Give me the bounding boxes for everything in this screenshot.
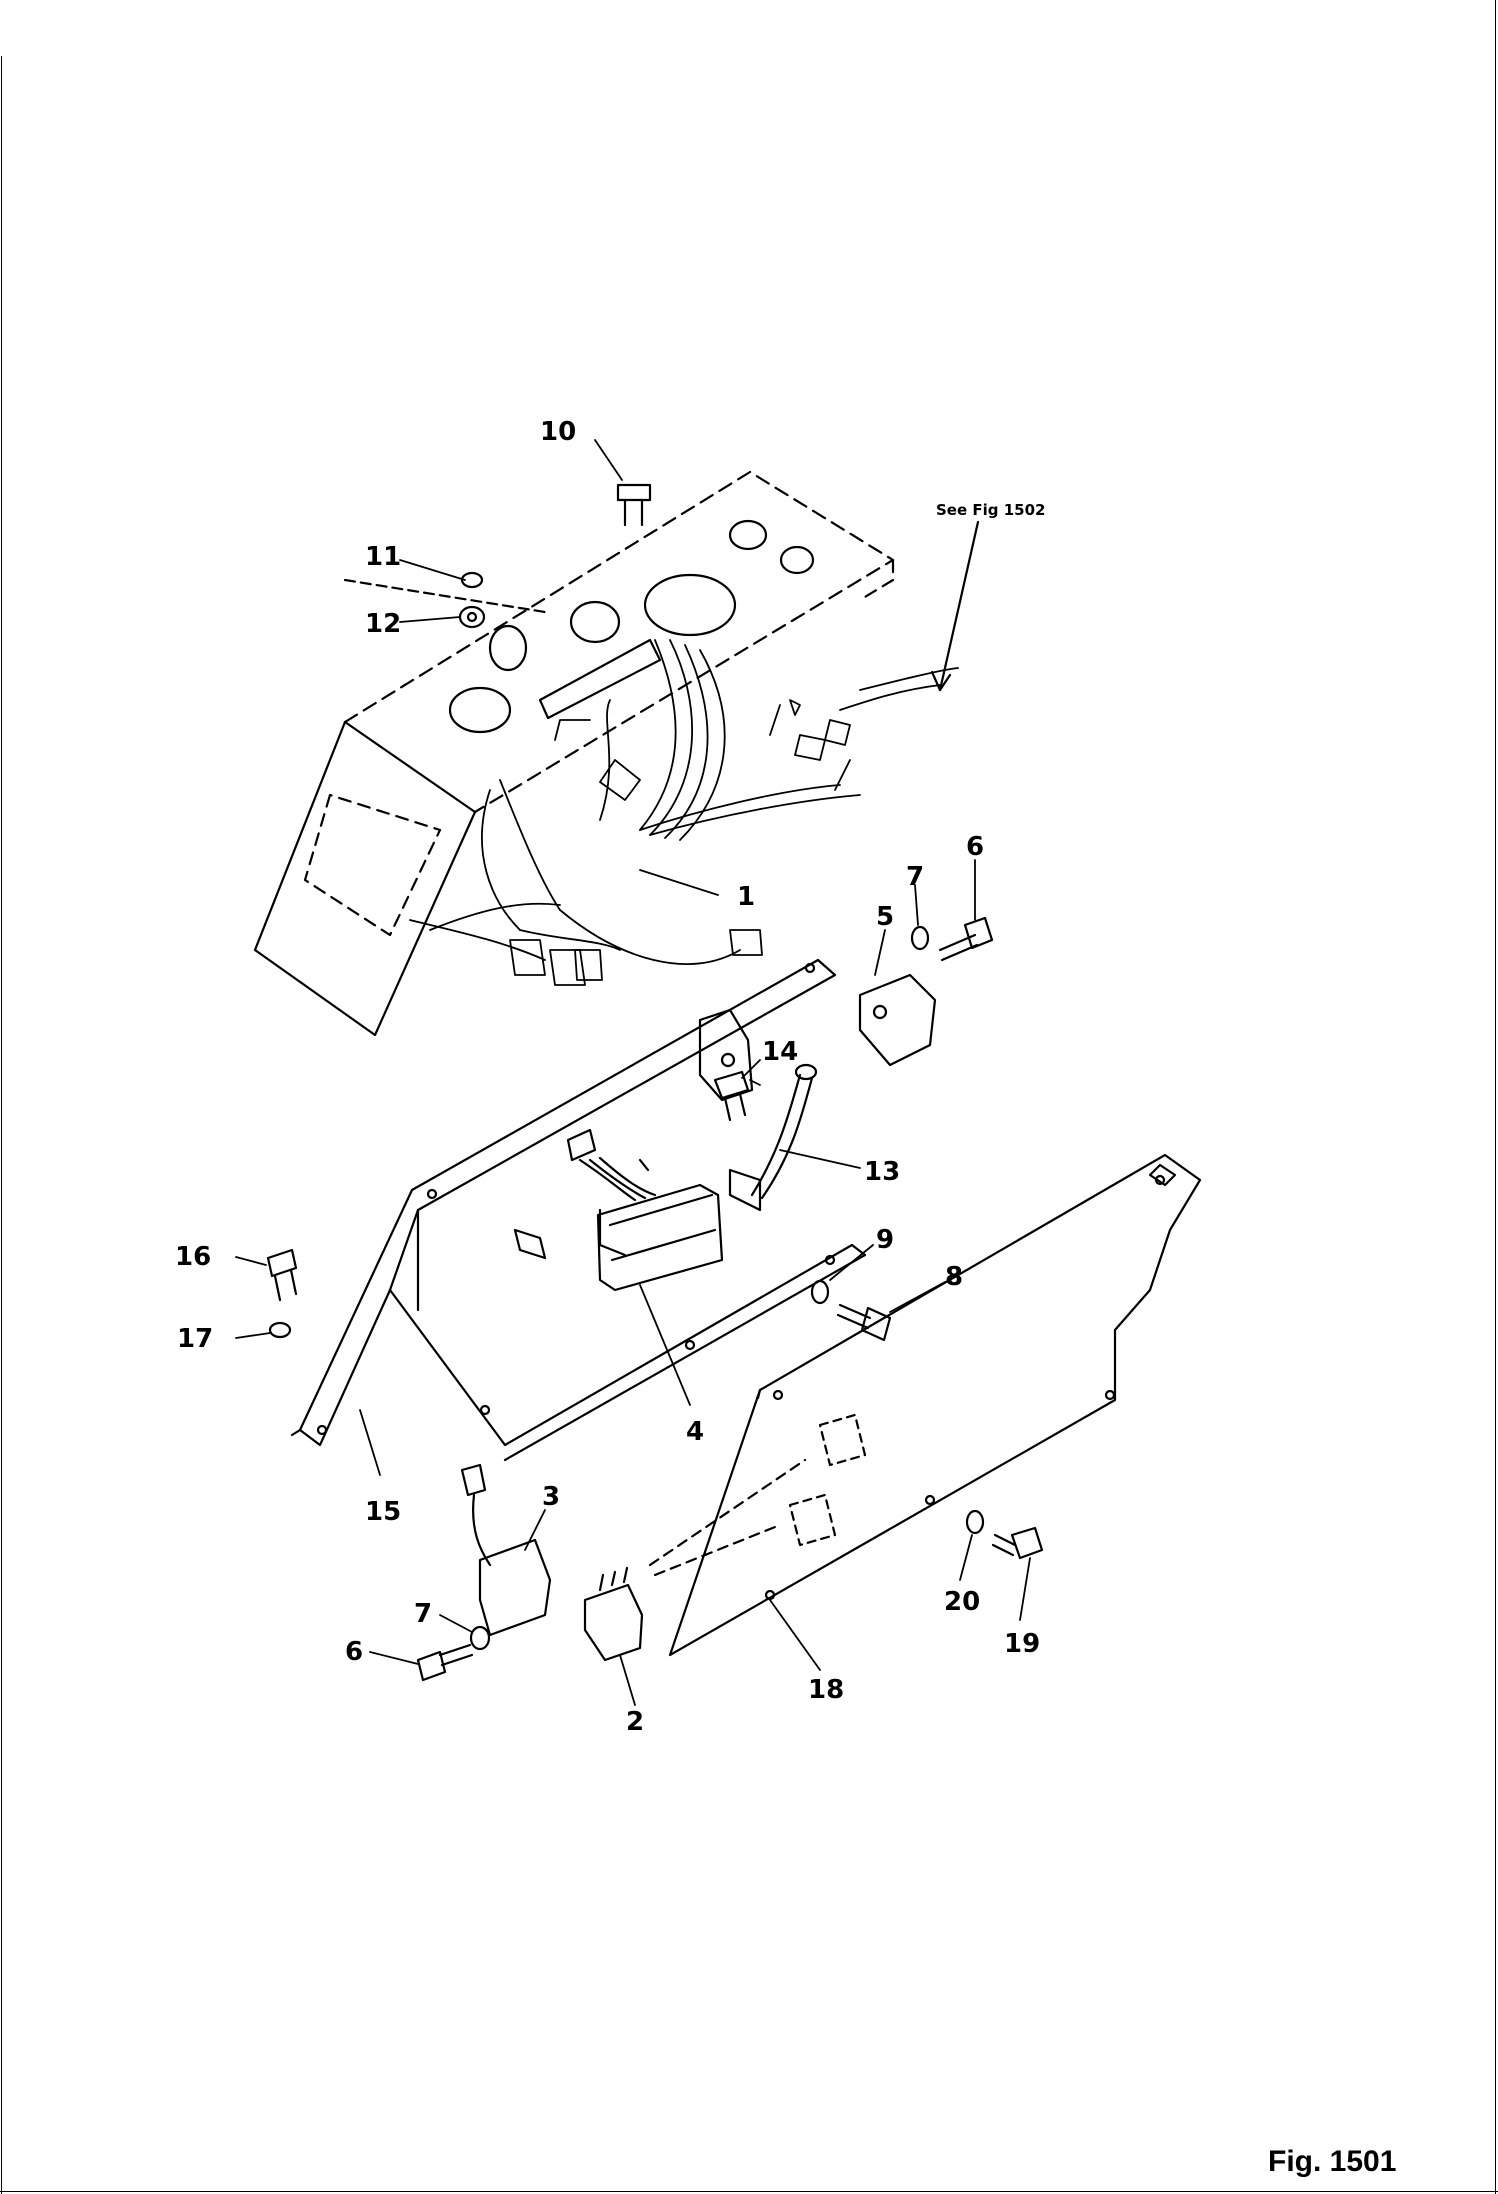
callout-17: 17 (177, 1324, 213, 1354)
callout-5: 5 (876, 902, 894, 932)
part-cover-plate (648, 1153, 1202, 1657)
washer-7-lower (469, 1625, 491, 1651)
part-sensor-cable (728, 1063, 818, 1212)
callout-11: 11 (365, 542, 401, 572)
part-flasher (583, 1566, 644, 1662)
nut-12 (458, 605, 486, 629)
figure-label: Fig. 1501 (1268, 2145, 1397, 2178)
callout-7-upper: 7 (906, 862, 924, 892)
callout-1: 1 (737, 882, 755, 912)
bolt-6-upper (938, 916, 994, 962)
callout-labels: 10 11 12 1 5 7 6 14 13 16 17 9 8 4 15 3 … (175, 417, 1040, 1737)
callout-7-lower: 7 (414, 1599, 432, 1629)
bolt-16 (266, 1248, 298, 1302)
page-frame-right (1495, 0, 1496, 2194)
washer-7-upper (910, 925, 930, 951)
relay-bracket (698, 1008, 754, 1102)
callout-15: 15 (365, 1497, 401, 1527)
callout-6-lower: 6 (345, 1637, 363, 1667)
callout-18: 18 (808, 1675, 844, 1705)
callout-10: 10 (540, 417, 576, 447)
reference-note: See Fig 1502 (936, 501, 1045, 519)
instrument-panel-housing (253, 470, 895, 1037)
callout-13: 13 (864, 1157, 900, 1187)
reference-leader-line (938, 520, 980, 692)
wiring-harness (409, 639, 959, 986)
callout-2: 2 (626, 1707, 644, 1737)
callout-4: 4 (686, 1417, 704, 1447)
bolt-8 (836, 1303, 892, 1342)
page-frame-left (1, 56, 2, 2194)
callout-19: 19 (1004, 1629, 1040, 1659)
callout-3: 3 (542, 1482, 560, 1512)
reference-arrowhead (930, 670, 952, 692)
washer-9 (810, 1279, 830, 1305)
part-relay-box (858, 973, 937, 1067)
relay-bracket-hole (720, 1052, 736, 1068)
callout-9: 9 (876, 1225, 894, 1255)
washer-20 (965, 1509, 985, 1535)
callout-12: 12 (365, 609, 401, 639)
part-relay (460, 1463, 552, 1637)
leader-lines (235, 439, 1031, 1706)
callout-8: 8 (945, 1262, 963, 1292)
washer-17 (268, 1321, 292, 1339)
callout-14: 14 (762, 1037, 798, 1067)
bolt-10 (616, 483, 652, 527)
callout-20: 20 (944, 1587, 980, 1617)
part-connector-block (513, 1128, 724, 1292)
bolt-14 (713, 1070, 750, 1122)
callout-16: 16 (175, 1242, 211, 1272)
bolt-19 (991, 1526, 1044, 1560)
callout-6-upper: 6 (966, 832, 984, 862)
mounting-bracket-plate (290, 958, 867, 1462)
page-frame-bottom (0, 2191, 1498, 2192)
bolt-6-lower (416, 1643, 474, 1682)
